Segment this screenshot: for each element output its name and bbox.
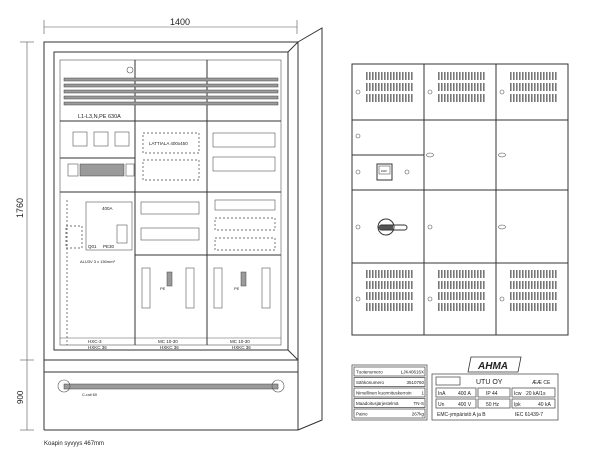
- cable-note: ALU3V 3 x 150mm²: [80, 259, 116, 264]
- door-lock-icon[interactable]: [355, 133, 361, 139]
- emc-environment: EMC-ympäristö A ja B: [437, 412, 486, 418]
- vent-grille: [366, 72, 413, 80]
- info-row: [353, 366, 426, 377]
- door-lock-icon[interactable]: [355, 224, 361, 230]
- door-lock-icon[interactable]: [355, 296, 361, 302]
- meter-label: kWh: [381, 169, 387, 173]
- info-row: [353, 387, 426, 398]
- info-row: [353, 398, 426, 408]
- maker-name: UTU OY: [476, 379, 503, 386]
- vent-grille: [438, 303, 485, 311]
- info-row-label: Paino: [356, 412, 368, 417]
- ipk-label: Ipk: [514, 402, 521, 408]
- door-lock-icon[interactable]: [499, 296, 505, 302]
- rating-plate: AHMA UTU OY ÆÆ CE InA 400 A IP 44 Icw 20…: [431, 356, 559, 421]
- standard: IEC 61439-7: [515, 412, 543, 418]
- ipk-value: 40 kA: [538, 402, 551, 408]
- vent-grille: [366, 292, 413, 300]
- dimension-base: 900: [16, 360, 34, 431]
- vent-grille: [510, 72, 557, 80]
- info-row-label: Maadoitusjärjestelmä: [356, 401, 399, 406]
- door-lock-icon[interactable]: [355, 89, 361, 95]
- bottom-label-3-bottom: HXKC 36: [232, 345, 251, 350]
- door-lock-icon[interactable]: [427, 89, 433, 95]
- dimension-height: 1760: [15, 41, 34, 361]
- pe-label-1: PE: [160, 286, 166, 291]
- info-row-value: 1: [421, 391, 424, 396]
- info-row-value: 267kg: [412, 412, 425, 417]
- vent-grille: [510, 292, 557, 300]
- vent-grille: [510, 270, 557, 278]
- vent-grille: [366, 83, 413, 91]
- door-handle-icon[interactable]: [426, 152, 434, 158]
- door-lock-icon[interactable]: [427, 296, 433, 302]
- dimension-width: 1400: [43, 17, 298, 34]
- energy-meter: kWh: [376, 163, 393, 181]
- vent-grille: [438, 72, 485, 80]
- info-row-label: Nimellinen kuormituskerroin: [356, 391, 412, 396]
- ina-label: InA: [438, 391, 446, 397]
- vent-grille: [510, 94, 557, 102]
- un-label: Un: [438, 402, 445, 408]
- bottom-label-3-top: MC 10-30: [230, 339, 250, 344]
- width-label: 1400: [170, 17, 190, 27]
- ina-value: 400 A: [458, 391, 471, 397]
- height-label: 1760: [15, 198, 25, 218]
- busbar-label: L1-L3,N,PE 630A: [78, 114, 121, 120]
- switch-label-pe30: PE30: [103, 244, 115, 249]
- door-lock-icon[interactable]: [499, 89, 505, 95]
- brand-logo: AHMA: [477, 361, 508, 372]
- vent-grille: [438, 292, 485, 300]
- vent-grille: [438, 281, 485, 289]
- vent-grille: [510, 281, 557, 289]
- main-switch-handle[interactable]: [377, 218, 408, 236]
- bottom-label-2-top: MC 10-30: [158, 339, 178, 344]
- info-row-value: 3510760: [406, 380, 424, 385]
- product-info-table: Tuotenumero LJK40616X Sähkönumero 3510760Ni…: [351, 364, 428, 421]
- info-row-label: Tuotenumero: [356, 370, 383, 375]
- cabinet-front-view: kWh: [351, 63, 569, 336]
- info-row: [353, 377, 426, 387]
- vent-grille: [510, 303, 557, 311]
- info-row-value: TN-S: [414, 401, 425, 406]
- switch-rating: 400A: [102, 206, 113, 211]
- door-lock-icon[interactable]: [427, 224, 433, 230]
- icw-value: 20 kA/1s: [526, 391, 546, 397]
- door-lock-icon[interactable]: [355, 169, 361, 175]
- vent-grille: [366, 270, 413, 278]
- vent-grille: [366, 94, 413, 102]
- bottom-label-1-bottom: HXKC 36: [88, 345, 107, 350]
- cabinet-layout-view: L1-L3,N,PE 630A 400A Q01 PE30 ALU3V 3 x …: [43, 27, 323, 431]
- un-value: 400 V: [458, 402, 472, 408]
- pe-label-2: PE: [234, 286, 240, 291]
- door-handle-icon[interactable]: [498, 152, 506, 158]
- indicator-lamp-icon: [404, 169, 410, 175]
- depth-note: Koapin syvyys 467mm: [44, 441, 104, 447]
- switch-label-q01: Q01: [88, 244, 97, 249]
- info-row-label: Sähkönumero: [356, 380, 385, 385]
- frequency: 50 Hz: [486, 402, 500, 408]
- vent-grille: [366, 281, 413, 289]
- base-height-label: 900: [16, 390, 25, 404]
- icw-label: Icw: [514, 391, 522, 397]
- door-handle-icon[interactable]: [498, 224, 506, 230]
- info-row-value: LJK40616X: [401, 370, 424, 375]
- rail-label: C-rail 60: [82, 392, 98, 397]
- cable-compartment-label: LATTIALA 400x450: [149, 141, 188, 146]
- vent-grille: [438, 94, 485, 102]
- vent-grille: [438, 270, 485, 278]
- certification-marks: ÆÆ CE: [532, 380, 551, 386]
- vent-grille: [510, 83, 557, 91]
- bottom-label-2-bottom: HXKC 36: [160, 345, 179, 350]
- ip-rating: IP 44: [486, 391, 498, 397]
- info-row: [353, 408, 426, 419]
- vent-grille: [366, 303, 413, 311]
- vent-grille: [438, 83, 485, 91]
- bottom-label-1-top: HXC-3: [88, 339, 102, 344]
